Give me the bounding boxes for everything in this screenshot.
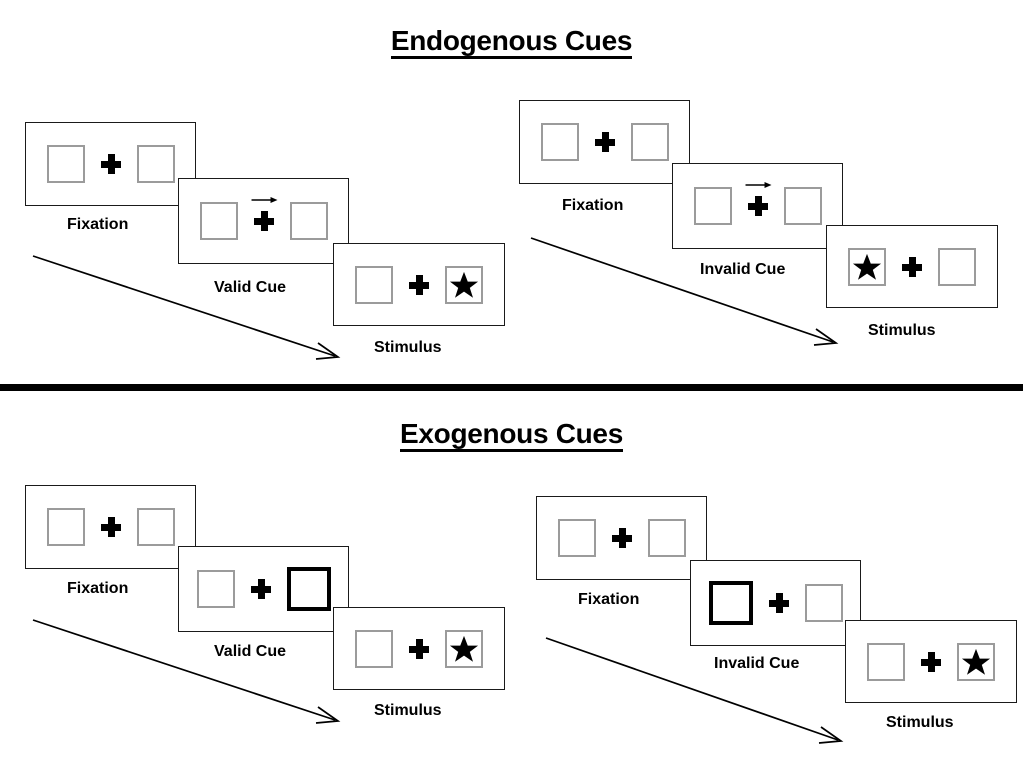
panel-endogenous-invalid-fixation	[519, 100, 690, 184]
panel-exogenous-invalid-cue	[690, 560, 861, 646]
target-box-right	[136, 508, 175, 546]
time-flow-arrow-endogenous-valid	[32, 255, 341, 360]
panel-endogenous-valid-cue	[178, 178, 349, 264]
star-target-icon	[449, 635, 479, 662]
target-box-left	[693, 187, 732, 225]
target-box-right	[783, 187, 822, 225]
star-target-icon	[449, 271, 479, 298]
target-box-right-cued	[286, 567, 331, 611]
panel-exogenous-valid-fixation	[25, 485, 196, 569]
star-target-icon	[852, 253, 882, 280]
fixation-cross-icon	[611, 528, 632, 548]
stage-label-endogenous-invalid-fixation: Fixation	[562, 197, 624, 214]
section-title-exogenous: Exogenous Cues	[0, 418, 1023, 453]
target-box-left	[557, 519, 596, 557]
stage-label-endogenous-valid-stimulus: Stimulus	[374, 339, 442, 356]
stage-label-exogenous-valid-fixation: Fixation	[67, 580, 129, 597]
fixation-cross-icon	[745, 182, 772, 216]
stage-label-endogenous-valid-fixation: Fixation	[67, 216, 129, 233]
stage-label-endogenous-valid-cue: Valid Cue	[214, 279, 287, 296]
target-box-left	[867, 642, 905, 681]
star-target-icon	[961, 648, 991, 675]
panel-exogenous-valid-cue	[178, 546, 349, 632]
fixation-cross-icon	[921, 651, 941, 672]
panel-endogenous-valid-fixation	[25, 122, 196, 206]
section-title-endogenous: Endogenous Cues	[0, 25, 1023, 60]
target-box-left	[46, 145, 85, 183]
section-divider	[0, 384, 1023, 391]
target-box-left	[540, 123, 579, 161]
target-box-left-cued	[708, 581, 753, 625]
fixation-cross-icon	[250, 579, 271, 599]
panel-exogenous-invalid-stimulus	[845, 620, 1017, 703]
fixation-cross-icon	[594, 132, 615, 152]
section-title-endogenous-text: Endogenous Cues	[390, 26, 632, 60]
target-box-left	[848, 247, 886, 286]
stage-label-exogenous-valid-stimulus: Stimulus	[374, 702, 442, 719]
fixation-cross-icon	[100, 517, 121, 537]
target-box-right	[445, 629, 483, 668]
fixation-cross-icon	[768, 593, 789, 613]
stage-label-endogenous-invalid-stimulus: Stimulus	[868, 322, 936, 339]
target-box-right	[647, 519, 686, 557]
target-box-left	[46, 508, 85, 546]
section-title-exogenous-text: Exogenous Cues	[400, 419, 623, 453]
fixation-cross-icon	[251, 197, 278, 231]
stage-label-exogenous-invalid-stimulus: Stimulus	[886, 714, 954, 731]
target-box-right	[938, 247, 976, 286]
target-box-left	[355, 265, 393, 304]
fixation-cross-icon	[100, 154, 121, 174]
panel-exogenous-invalid-fixation	[536, 496, 707, 580]
panel-endogenous-valid-stimulus	[333, 243, 505, 326]
panel-endogenous-invalid-cue	[672, 163, 843, 249]
target-box-left	[355, 629, 393, 668]
panel-endogenous-invalid-stimulus	[826, 225, 998, 308]
stage-label-exogenous-valid-cue: Valid Cue	[214, 643, 287, 660]
stage-label-exogenous-invalid-cue: Invalid Cue	[714, 655, 800, 672]
panel-exogenous-valid-stimulus	[333, 607, 505, 690]
target-box-left	[196, 570, 235, 608]
target-box-right	[445, 265, 483, 304]
target-box-right	[289, 202, 328, 240]
time-flow-arrow-exogenous-invalid	[545, 637, 844, 744]
target-box-right	[136, 145, 175, 183]
stage-label-exogenous-invalid-fixation: Fixation	[578, 591, 640, 608]
fixation-cross-icon	[409, 638, 429, 659]
target-box-right	[957, 642, 995, 681]
target-box-left	[199, 202, 238, 240]
stage-label-endogenous-invalid-cue: Invalid Cue	[700, 261, 786, 278]
target-box-right	[630, 123, 669, 161]
fixation-cross-icon	[409, 274, 429, 295]
arrow-right-cue-icon	[745, 182, 772, 188]
target-box-right	[804, 584, 843, 622]
arrow-right-cue-icon	[251, 197, 278, 203]
fixation-cross-icon	[902, 256, 922, 277]
